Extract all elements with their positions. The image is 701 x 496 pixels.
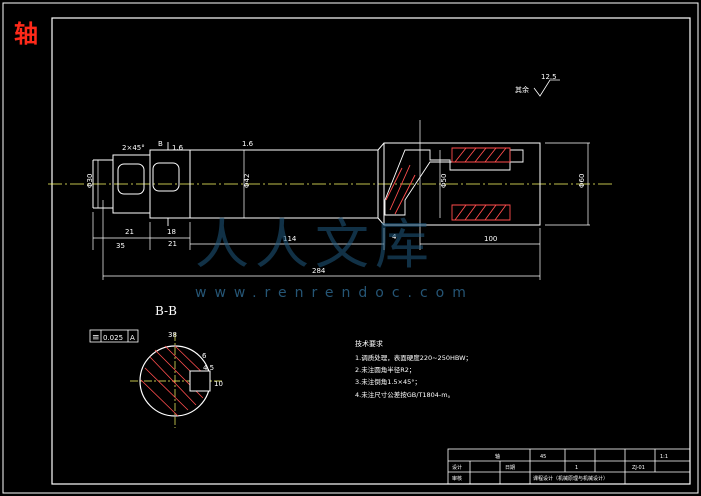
note-4: 4.未注尺寸公差按GB/T1804-m。	[355, 390, 454, 399]
dim-chamfer: 2×45°	[122, 144, 145, 152]
tb-drawing-no: ZJ-01	[632, 465, 645, 471]
note-3: 3.未注倒角1.5×45°；	[355, 377, 421, 386]
page-title: 轴	[14, 20, 39, 48]
dim-dia-42: Φ42	[243, 174, 251, 188]
tb-drawn: 设计	[452, 464, 462, 471]
dim-len-21a: 21	[125, 228, 134, 236]
dim-dia-50: Φ50	[440, 174, 448, 188]
section-view-label: B-B	[155, 304, 177, 318]
dim-roughness-b: 1.6	[242, 140, 254, 148]
dim-dia-30: Φ30	[86, 174, 94, 188]
tb-school: 课程设计（机械原理与机械设计）	[533, 475, 608, 482]
watermark-url: www.renrendoc.com	[195, 285, 474, 301]
roughness-label: 其余	[515, 85, 529, 94]
dim-roughness-a: 1.6	[172, 144, 184, 152]
tolerance-datum: A	[130, 334, 135, 342]
tb-checked: 审核	[452, 475, 462, 482]
section-view	[130, 333, 224, 428]
dim-len-18: 18	[167, 228, 176, 236]
section-hatching	[384, 147, 524, 221]
section-dim-6: 6	[202, 352, 207, 360]
dim-len-4: 4	[392, 233, 397, 241]
extension-lines	[92, 120, 590, 280]
note-1: 1.调质处理，表面硬度220~250HBW；	[355, 353, 472, 362]
dimension-lines	[93, 143, 589, 277]
tolerance-frame	[89, 329, 139, 343]
watermark-logo: 人人文库	[195, 213, 435, 276]
roughness-symbol	[533, 79, 560, 97]
tb-scale: 1:1	[660, 454, 668, 460]
section-marker-top: B	[158, 140, 163, 148]
section-dim-45: 4.5	[203, 364, 214, 372]
tolerance-value: 0.025	[103, 334, 123, 342]
tb-date: 日期	[505, 465, 515, 471]
dim-len-21b: 21	[168, 240, 177, 248]
section-dim-38: 38	[168, 331, 177, 339]
dim-dia-60: Φ60	[578, 174, 586, 188]
tb-material: 45	[540, 454, 546, 460]
tb-name: 轴	[495, 453, 500, 460]
note-2: 2.未注圆角半径R2；	[355, 365, 415, 374]
dim-len-35: 35	[116, 242, 125, 250]
notes-heading: 技术要求	[355, 339, 383, 348]
roughness-value: 12.5	[541, 73, 557, 81]
dim-len-114: 114	[283, 235, 297, 243]
dim-total-length: 284	[312, 267, 326, 275]
shaft-outline	[92, 142, 541, 226]
tb-sheet: 1	[575, 465, 578, 471]
tolerance-symbol: ≡	[92, 333, 100, 343]
title-block	[447, 448, 691, 485]
inner-frame	[51, 17, 691, 485]
dim-len-100: 100	[484, 235, 497, 243]
section-dim-10: 10	[214, 380, 223, 388]
